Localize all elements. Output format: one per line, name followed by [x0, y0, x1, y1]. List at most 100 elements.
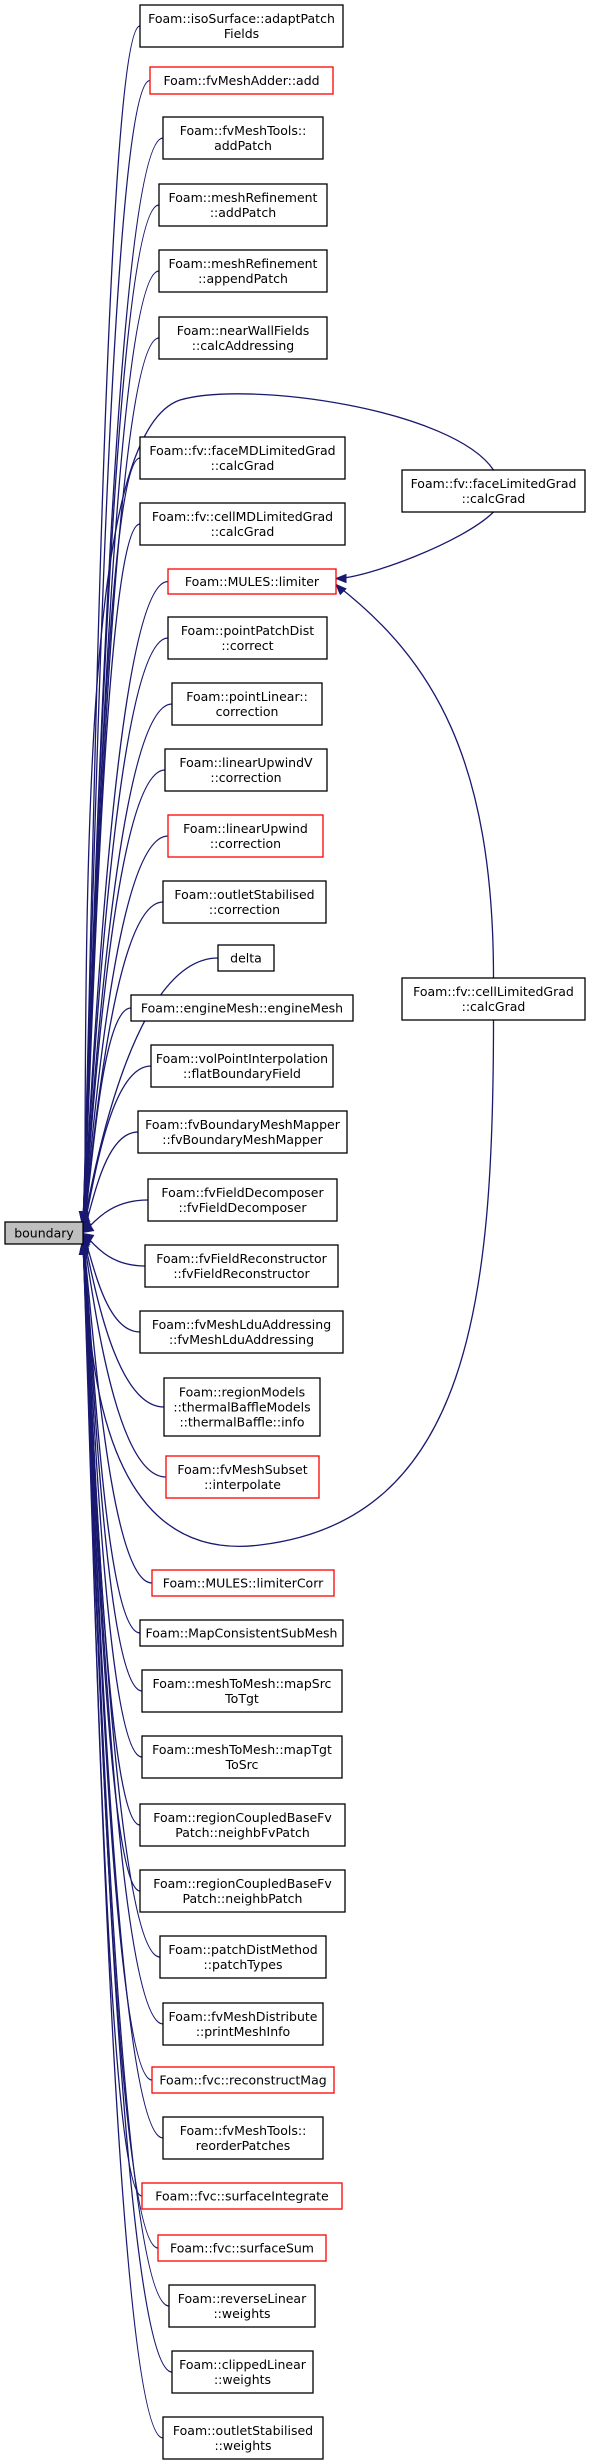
- node-label-line: Foam::patchDistMethod: [168, 1942, 317, 1957]
- node-label-line: Foam::fvMeshDistribute: [169, 2009, 318, 2024]
- node-label-line: ::calcGrad: [211, 524, 275, 539]
- node-box: [167, 616, 328, 660]
- caller-node-n24[interactable]: Foam::MapConsistentSubMesh: [139, 1619, 344, 1647]
- edge-n38-to-n8-arrowhead: [334, 573, 347, 584]
- node-label-line: Foam::MapConsistentSubMesh: [146, 1626, 338, 1641]
- caller-node-n33[interactable]: Foam::fvc::surfaceIntegrate: [141, 2182, 343, 2210]
- edge-n16-to-root: [82, 1065, 152, 1231]
- node-label-line: Foam::linearUpwind: [183, 821, 308, 836]
- edge-n38-to-n8: [335, 511, 494, 580]
- caller-node-n36[interactable]: Foam::clippedLinear::weights: [171, 2350, 314, 2394]
- caller-node-n19[interactable]: Foam::fvFieldReconstructor::fvFieldRecon…: [144, 1244, 339, 1288]
- node-label-line: Foam::nearWallFields: [177, 323, 310, 338]
- node-label-line: Foam::fvFieldReconstructor: [156, 1251, 327, 1266]
- node-box: [158, 316, 328, 360]
- caller-node-n21[interactable]: Foam::regionModels::thermalBaffleModels:…: [163, 1377, 321, 1437]
- caller-node-n17[interactable]: Foam::fvBoundaryMeshMapper::fvBoundaryMe…: [137, 1110, 348, 1154]
- caller-node-n7[interactable]: Foam::fv::cellMDLimitedGrad::calcGrad: [139, 502, 346, 546]
- caller-node-n11[interactable]: Foam::linearUpwindV::correction: [164, 748, 328, 792]
- edge-n11-to-root: [82, 769, 166, 1226]
- node-box: [141, 1669, 343, 1713]
- node-box: [137, 1110, 348, 1154]
- node-label-line: Foam::fvMeshTools::: [180, 2123, 307, 2138]
- node-box: [151, 1569, 335, 1597]
- node-box: [401, 977, 586, 1021]
- node-label-line: ::fvMeshLduAddressing: [169, 1332, 314, 1347]
- node-label-line: ::calcGrad: [462, 999, 526, 1014]
- node-box: [217, 944, 275, 972]
- node-label-line: ::correct: [221, 638, 273, 653]
- node-box: [130, 994, 354, 1022]
- node-box: [141, 1735, 343, 1779]
- node-label-line: Foam::pointPatchDist: [181, 623, 314, 638]
- root-node-box: [4, 1221, 84, 1245]
- caller-node-n3[interactable]: Foam::meshRefinement::addPatch: [158, 183, 328, 227]
- caller-node-n14[interactable]: delta: [217, 944, 275, 972]
- node-box: [139, 1310, 344, 1354]
- caller-node-n12[interactable]: Foam::linearUpwind::correction: [167, 814, 324, 858]
- caller-node-n37[interactable]: Foam::outletStabilised::weights: [162, 2416, 324, 2460]
- caller-node-n18[interactable]: Foam::fvFieldDecomposer::fvFieldDecompos…: [147, 1178, 338, 1222]
- node-box: [150, 1044, 334, 1088]
- node-box: [139, 1619, 344, 1647]
- edge-n37-to-root-arrowhead: [78, 1242, 89, 1255]
- caller-node-n29[interactable]: Foam::patchDistMethod::patchTypes: [159, 1935, 327, 1979]
- caller-node-n39[interactable]: Foam::fv::cellLimitedGrad::calcGrad: [401, 977, 586, 1021]
- caller-node-n2[interactable]: Foam::fvMeshTools::addPatch: [162, 116, 324, 160]
- edge-n39-to-root: [84, 1019, 495, 1547]
- node-label-line: Foam::meshRefinement: [169, 190, 318, 205]
- node-label-line: ::calcGrad: [462, 491, 526, 506]
- caller-node-n27[interactable]: Foam::regionCoupledBaseFvPatch::neighbFv…: [139, 1803, 346, 1847]
- node-label-line: ::fvFieldReconstructor: [173, 1266, 310, 1281]
- node-label-line: Foam::fv::cellMDLimitedGrad: [152, 509, 333, 524]
- node-label-line: ::weights: [214, 2372, 271, 2387]
- caller-node-n6[interactable]: Foam::fv::faceMDLimitedGrad::calcGrad: [139, 436, 346, 480]
- caller-node-n13[interactable]: Foam::outletStabilised::correction: [162, 880, 327, 924]
- root-node-boundary[interactable]: boundary: [4, 1221, 84, 1245]
- node-label-line: Foam::fvc::surfaceSum: [170, 2241, 314, 2256]
- node-box: [162, 2002, 324, 2046]
- node-box: [141, 2182, 343, 2210]
- caller-node-n35[interactable]: Foam::reverseLinear::weights: [168, 2284, 316, 2328]
- node-label-line: ::flatBoundaryField: [183, 1066, 301, 1081]
- node-box: [151, 2066, 335, 2094]
- node-box: [165, 1455, 320, 1499]
- caller-node-n20[interactable]: Foam::fvMeshLduAddressing::fvMeshLduAddr…: [139, 1310, 344, 1354]
- edge-n13-to-root: [82, 901, 164, 1228]
- node-box: [139, 502, 346, 546]
- caller-node-n8[interactable]: Foam::MULES::limiter: [167, 568, 337, 595]
- node-label-line: ::addPatch: [210, 205, 276, 220]
- node-box: [162, 880, 327, 924]
- node-label-line: ::correction: [210, 770, 281, 785]
- caller-node-n9[interactable]: Foam::pointPatchDist::correct: [167, 616, 328, 660]
- node-box: [144, 1244, 339, 1288]
- caller-node-n31[interactable]: Foam::fvc::reconstructMag: [151, 2066, 335, 2094]
- caller-node-n4[interactable]: Foam::meshRefinement::appendPatch: [158, 249, 328, 293]
- caller-node-n5[interactable]: Foam::nearWallFields::calcAddressing: [158, 316, 328, 360]
- caller-node-n22[interactable]: Foam::fvMeshSubset::interpolate: [165, 1455, 320, 1499]
- node-label-line: Fields: [224, 26, 259, 41]
- node-label-line: Foam::pointLinear::: [186, 689, 308, 704]
- node-label-line: ::fvFieldDecomposer: [178, 1200, 307, 1215]
- edge-n15-to-root: [82, 1007, 132, 1230]
- caller-node-n32[interactable]: Foam::fvMeshTools::reorderPatches: [162, 2116, 324, 2160]
- caller-node-n23[interactable]: Foam::MULES::limiterCorr: [151, 1569, 335, 1597]
- caller-node-n28[interactable]: Foam::regionCoupledBaseFvPatch::neighbPa…: [139, 1869, 346, 1913]
- node-label-line: ::weights: [214, 2438, 271, 2453]
- node-label-line: ::correction: [210, 836, 281, 851]
- caller-node-n34[interactable]: Foam::fvc::surfaceSum: [157, 2234, 327, 2262]
- node-label-line: Foam::fvc::surfaceIntegrate: [155, 2189, 329, 2204]
- caller-node-n16[interactable]: Foam::volPointInterpolation::flatBoundar…: [150, 1044, 334, 1088]
- call-edges: [78, 25, 495, 2439]
- caller-node-n30[interactable]: Foam::fvMeshDistribute::printMeshInfo: [162, 2002, 324, 2046]
- node-box: [162, 116, 324, 160]
- caller-node-n38[interactable]: Foam::fv::faceLimitedGrad::calcGrad: [401, 469, 586, 513]
- node-label-line: ::correction: [209, 902, 280, 917]
- node-label-line: Foam::reverseLinear: [178, 2291, 307, 2306]
- caller-node-n10[interactable]: Foam::pointLinear::correction: [171, 682, 323, 726]
- caller-node-n1[interactable]: Foam::fvMeshAdder::add: [149, 66, 334, 95]
- caller-node-n15[interactable]: Foam::engineMesh::engineMesh: [130, 994, 354, 1022]
